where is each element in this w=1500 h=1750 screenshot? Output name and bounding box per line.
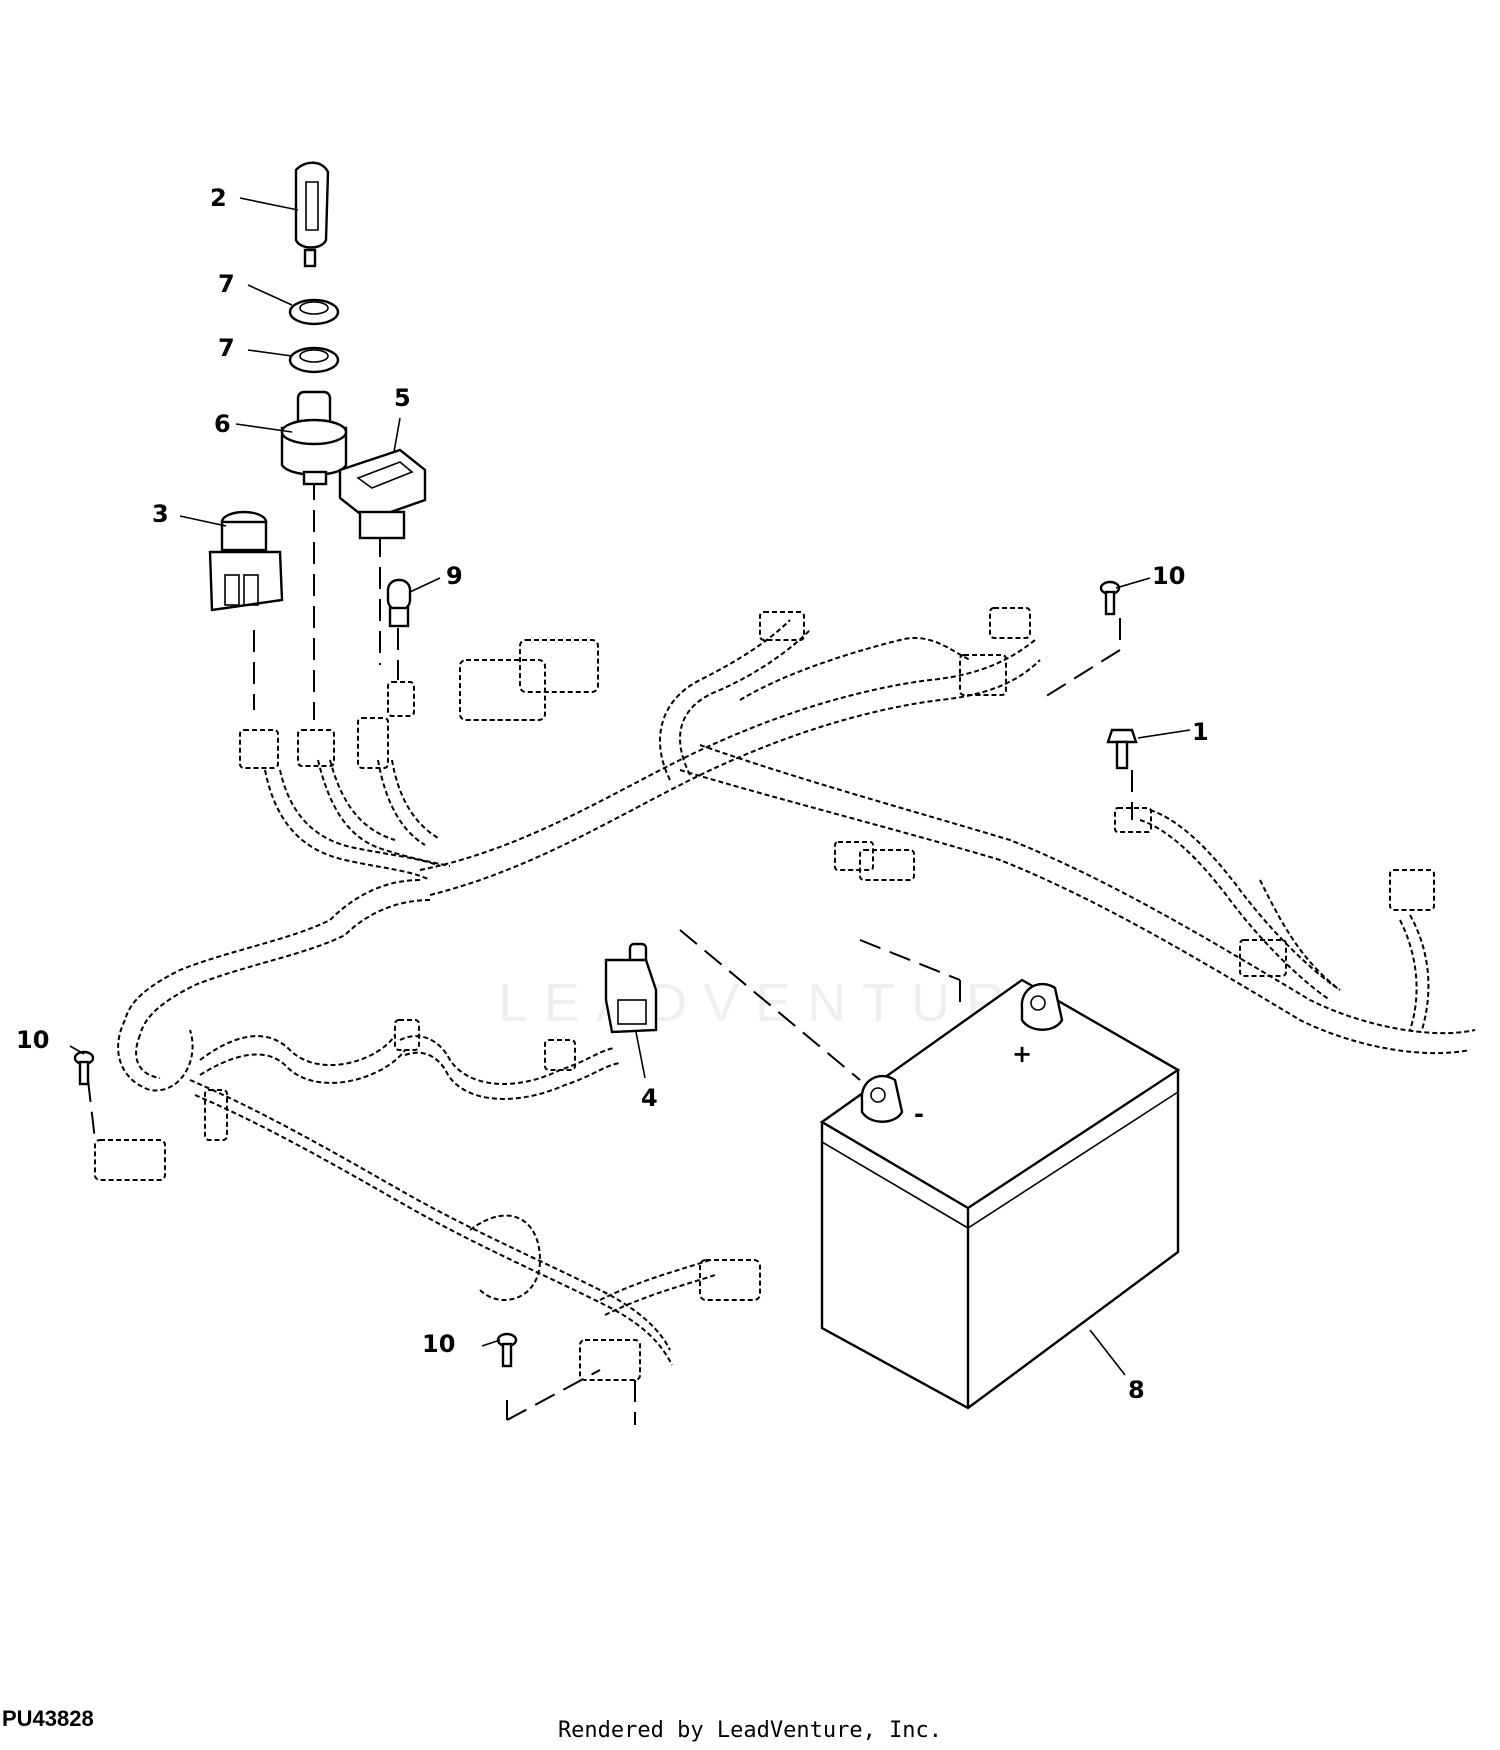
callout-5: 5 [394, 384, 411, 412]
screw-10-top [1099, 580, 1121, 616]
ignition-switch [280, 390, 348, 486]
callout-6: 6 [214, 410, 231, 438]
battery-terminal-positive [1020, 982, 1064, 1031]
callout-10-bottom: 10 [422, 1330, 455, 1358]
battery-negative-mark: - [914, 1100, 924, 1128]
callout-9: 9 [446, 562, 463, 590]
pto-switch [208, 510, 284, 612]
callout-7-upper: 7 [218, 270, 235, 298]
callout-3: 3 [152, 500, 169, 528]
callout-2: 2 [210, 184, 227, 212]
battery-terminal-negative [860, 1074, 904, 1123]
callout-7-lower: 7 [218, 334, 235, 362]
callout-10-left: 10 [16, 1026, 49, 1054]
nut-lower [288, 346, 340, 374]
battery-positive-mark: + [1012, 1040, 1032, 1068]
alignment-lines [87, 478, 1133, 1425]
callout-8: 8 [1128, 1376, 1145, 1404]
bulb [386, 578, 412, 628]
callout-10-top: 10 [1152, 562, 1185, 590]
wiring-harness [94, 607, 1476, 1381]
screw-10-left [73, 1050, 95, 1086]
seat-switch [604, 942, 658, 1034]
callout-1: 1 [1192, 718, 1209, 746]
screw-10-bottom [496, 1332, 518, 1368]
rocker-switch [338, 448, 427, 540]
callout-4: 4 [641, 1084, 658, 1112]
key [294, 161, 330, 268]
render-credit: Rendered by LeadVenture, Inc. [557, 1718, 943, 1743]
bolt-1 [1106, 728, 1138, 770]
figure-code: PU43828 [2, 1706, 94, 1731]
battery [819, 978, 1181, 1410]
leader-lines [69, 197, 1191, 1376]
nut-upper [288, 298, 340, 326]
